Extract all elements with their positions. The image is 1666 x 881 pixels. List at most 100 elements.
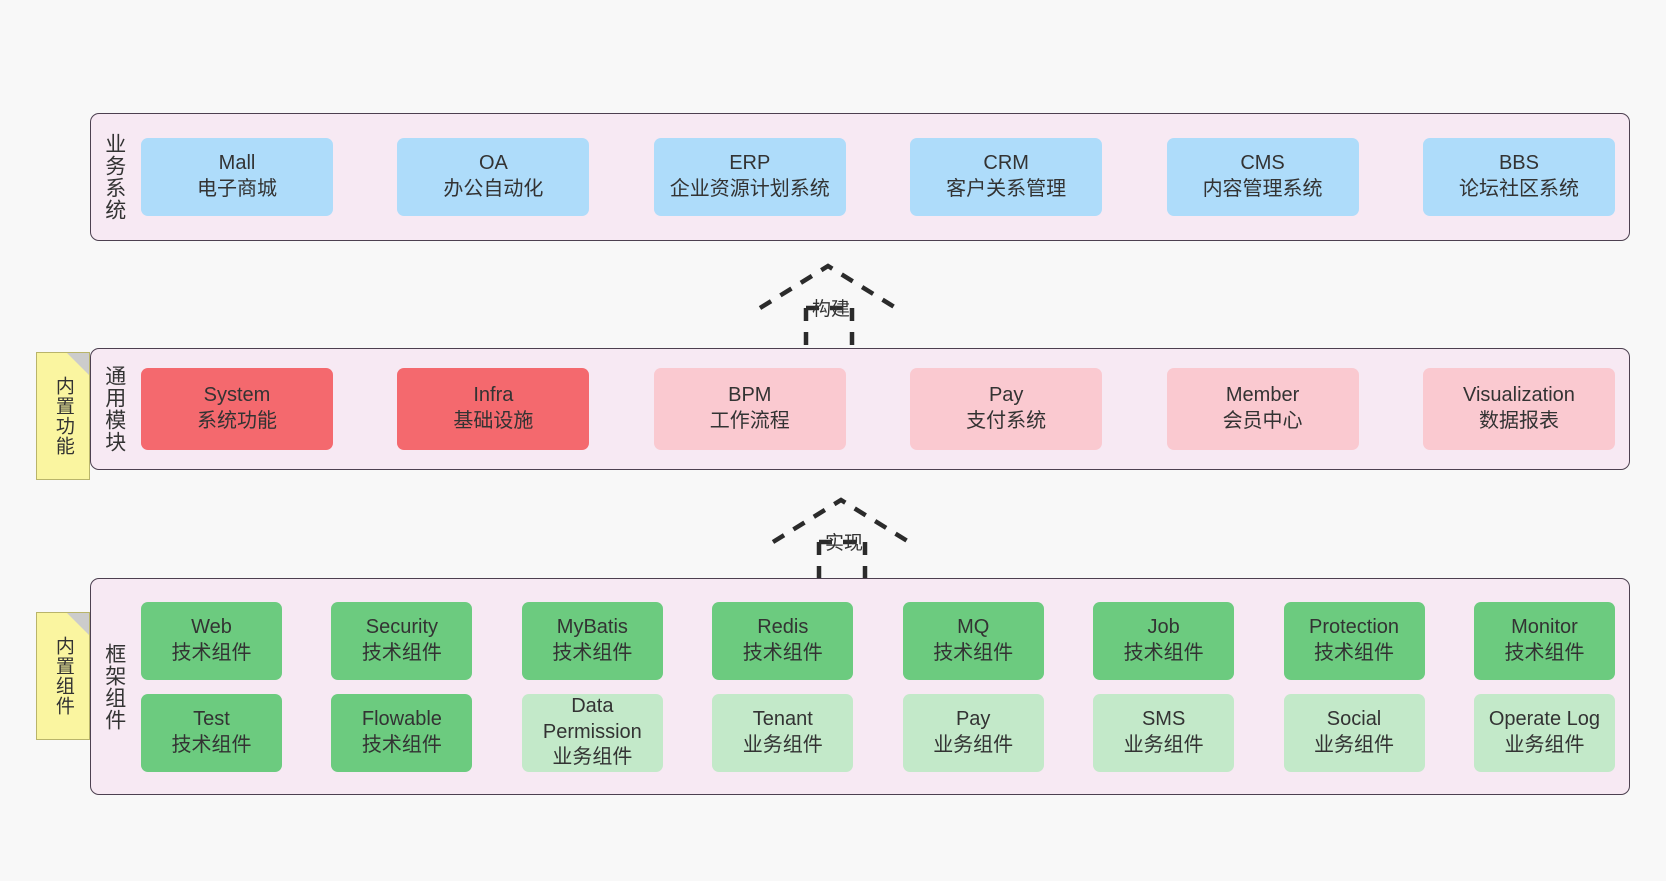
card-title: Monitor bbox=[1511, 615, 1578, 638]
note-label: 内置功能 bbox=[52, 376, 74, 456]
card-test[interactable]: Test 技术组件 bbox=[141, 693, 282, 772]
layer-body-business: Mall 电子商城 OA 办公自动化 ERP 企业资源计划系统 CRM 客户关系… bbox=[137, 114, 1629, 240]
card-bbs[interactable]: BBS 论坛社区系统 bbox=[1422, 138, 1615, 216]
card-subtitle: 技术组件 bbox=[171, 641, 252, 664]
layer-title-common-module: 通用模块 bbox=[102, 365, 126, 453]
card-subtitle: 支付系统 bbox=[966, 410, 1047, 432]
connector-implement: 实现 bbox=[771, 490, 953, 585]
card-bpm[interactable]: BPM 工作流程 bbox=[653, 368, 846, 450]
card-protection[interactable]: Protection 技术组件 bbox=[1283, 601, 1425, 680]
card-subtitle: 论坛社区系统 bbox=[1458, 178, 1579, 200]
card-flowable[interactable]: Flowable 技术组件 bbox=[331, 693, 473, 772]
layer-business-systems: 业务系统 Mall 电子商城 OA 办公自动化 ERP 企业资源计划系统 CRM… bbox=[90, 113, 1630, 241]
card-data-permission[interactable]: Data Permission 业务组件 bbox=[521, 693, 663, 772]
note-label: 内置组件 bbox=[52, 636, 74, 716]
card-title: System bbox=[203, 384, 271, 407]
layer-title-framework: 框架组件 bbox=[102, 642, 126, 731]
card-title: Operate Log bbox=[1488, 707, 1601, 730]
card-pay-component[interactable]: Pay 业务组件 bbox=[902, 693, 1044, 772]
connector-build-label: 构建 bbox=[812, 299, 851, 320]
card-title: OA bbox=[478, 152, 508, 175]
card-tenant[interactable]: Tenant 业务组件 bbox=[712, 693, 854, 772]
card-title: Member bbox=[1225, 384, 1300, 407]
card-subtitle: 技术组件 bbox=[933, 641, 1014, 664]
card-subtitle: 办公自动化 bbox=[443, 178, 544, 200]
card-title: Pay bbox=[955, 707, 991, 730]
card-title: Visualization bbox=[1462, 384, 1575, 407]
card-subtitle: 企业资源计划系统 bbox=[669, 178, 830, 200]
card-mq[interactable]: MQ 技术组件 bbox=[902, 601, 1044, 680]
card-subtitle: 技术组件 bbox=[1123, 641, 1204, 664]
card-subtitle: 业务组件 bbox=[742, 733, 823, 756]
card-title: Protection bbox=[1309, 615, 1400, 638]
card-subtitle: 技术组件 bbox=[171, 733, 252, 756]
card-title: CMS bbox=[1240, 152, 1285, 175]
card-member[interactable]: Member 会员中心 bbox=[1166, 368, 1359, 450]
card-subtitle: 业务组件 bbox=[933, 733, 1014, 756]
card-subtitle: 基础设施 bbox=[453, 410, 534, 432]
note-builtin-component: 内置组件 bbox=[36, 612, 90, 740]
layer-common-modules: 通用模块 System 系统功能 Infra 基础设施 BPM 工作流程 Pay… bbox=[90, 348, 1630, 470]
card-subtitle: 技术组件 bbox=[1504, 641, 1585, 664]
card-title: BBS bbox=[1498, 152, 1539, 175]
card-visualization[interactable]: Visualization 数据报表 bbox=[1422, 368, 1615, 450]
card-title: Flowable bbox=[361, 707, 442, 730]
card-subtitle: 业务组件 bbox=[1314, 733, 1395, 756]
layer-body-framework: Web 技术组件 Security 技术组件 MyBatis 技术组件 Redi… bbox=[137, 579, 1629, 794]
card-subtitle: 技术组件 bbox=[1314, 641, 1395, 664]
connector-build: 构建 bbox=[758, 258, 940, 348]
card-subtitle: 技术组件 bbox=[361, 733, 442, 756]
card-title: Job bbox=[1147, 615, 1180, 638]
card-erp[interactable]: ERP 企业资源计划系统 bbox=[653, 138, 846, 216]
card-subtitle: 数据报表 bbox=[1478, 410, 1559, 432]
card-operate-log[interactable]: Operate Log 业务组件 bbox=[1473, 693, 1615, 772]
card-title: Infra bbox=[473, 384, 514, 407]
card-job[interactable]: Job 技术组件 bbox=[1093, 601, 1235, 680]
card-subtitle: 客户关系管理 bbox=[946, 178, 1067, 200]
card-security[interactable]: Security 技术组件 bbox=[331, 601, 473, 680]
card-title: Mall bbox=[218, 152, 256, 175]
card-subtitle: 业务组件 bbox=[552, 746, 633, 769]
card-title: Tenant bbox=[752, 707, 813, 730]
card-system[interactable]: System 系统功能 bbox=[141, 368, 333, 450]
card-row: Mall 电子商城 OA 办公自动化 ERP 企业资源计划系统 CRM 客户关系… bbox=[141, 138, 1615, 216]
card-oa[interactable]: OA 办公自动化 bbox=[397, 138, 590, 216]
layer-title-business: 业务系统 bbox=[102, 133, 126, 221]
card-title: MyBatis bbox=[556, 615, 628, 638]
card-title: Pay bbox=[988, 384, 1024, 407]
card-infra[interactable]: Infra 基础设施 bbox=[397, 368, 590, 450]
card-cms[interactable]: CMS 内容管理系统 bbox=[1166, 138, 1359, 216]
card-pay-module[interactable]: Pay 支付系统 bbox=[910, 368, 1103, 450]
card-title: MQ bbox=[957, 615, 990, 638]
folded-corner-icon bbox=[67, 613, 89, 635]
card-title: BPM bbox=[728, 384, 772, 407]
card-subtitle: 业务组件 bbox=[1123, 733, 1204, 756]
card-subtitle: 技术组件 bbox=[361, 641, 442, 664]
card-redis[interactable]: Redis 技术组件 bbox=[712, 601, 854, 680]
folded-corner-icon bbox=[67, 353, 89, 375]
card-title: Social bbox=[1326, 707, 1382, 730]
card-subtitle: 技术组件 bbox=[742, 641, 823, 664]
card-title: Data Permission bbox=[542, 695, 642, 743]
card-sms[interactable]: SMS 业务组件 bbox=[1093, 693, 1235, 772]
card-mybatis[interactable]: MyBatis 技术组件 bbox=[521, 601, 663, 680]
connector-implement-label: 实现 bbox=[825, 533, 864, 554]
layer-framework-components: 框架组件 Web 技术组件 Security 技术组件 MyBatis 技术组件… bbox=[90, 578, 1630, 795]
card-subtitle: 技术组件 bbox=[552, 641, 633, 664]
card-title: Test bbox=[193, 707, 230, 730]
card-web[interactable]: Web 技术组件 bbox=[141, 601, 282, 680]
card-mall[interactable]: Mall 电子商城 bbox=[141, 138, 333, 216]
card-title: Redis bbox=[757, 615, 809, 638]
card-social[interactable]: Social 业务组件 bbox=[1283, 693, 1425, 772]
card-subtitle: 工作流程 bbox=[709, 410, 790, 432]
card-subtitle: 内容管理系统 bbox=[1202, 178, 1323, 200]
card-subtitle: 电子商城 bbox=[197, 178, 277, 200]
note-builtin-function: 内置功能 bbox=[36, 352, 90, 480]
layer-body-common-module: System 系统功能 Infra 基础设施 BPM 工作流程 Pay 支付系统… bbox=[137, 349, 1629, 469]
card-title: Web bbox=[191, 615, 232, 638]
card-row: System 系统功能 Infra 基础设施 BPM 工作流程 Pay 支付系统… bbox=[141, 368, 1615, 450]
card-subtitle: 系统功能 bbox=[197, 410, 277, 432]
card-monitor[interactable]: Monitor 技术组件 bbox=[1473, 601, 1615, 680]
card-crm[interactable]: CRM 客户关系管理 bbox=[910, 138, 1103, 216]
